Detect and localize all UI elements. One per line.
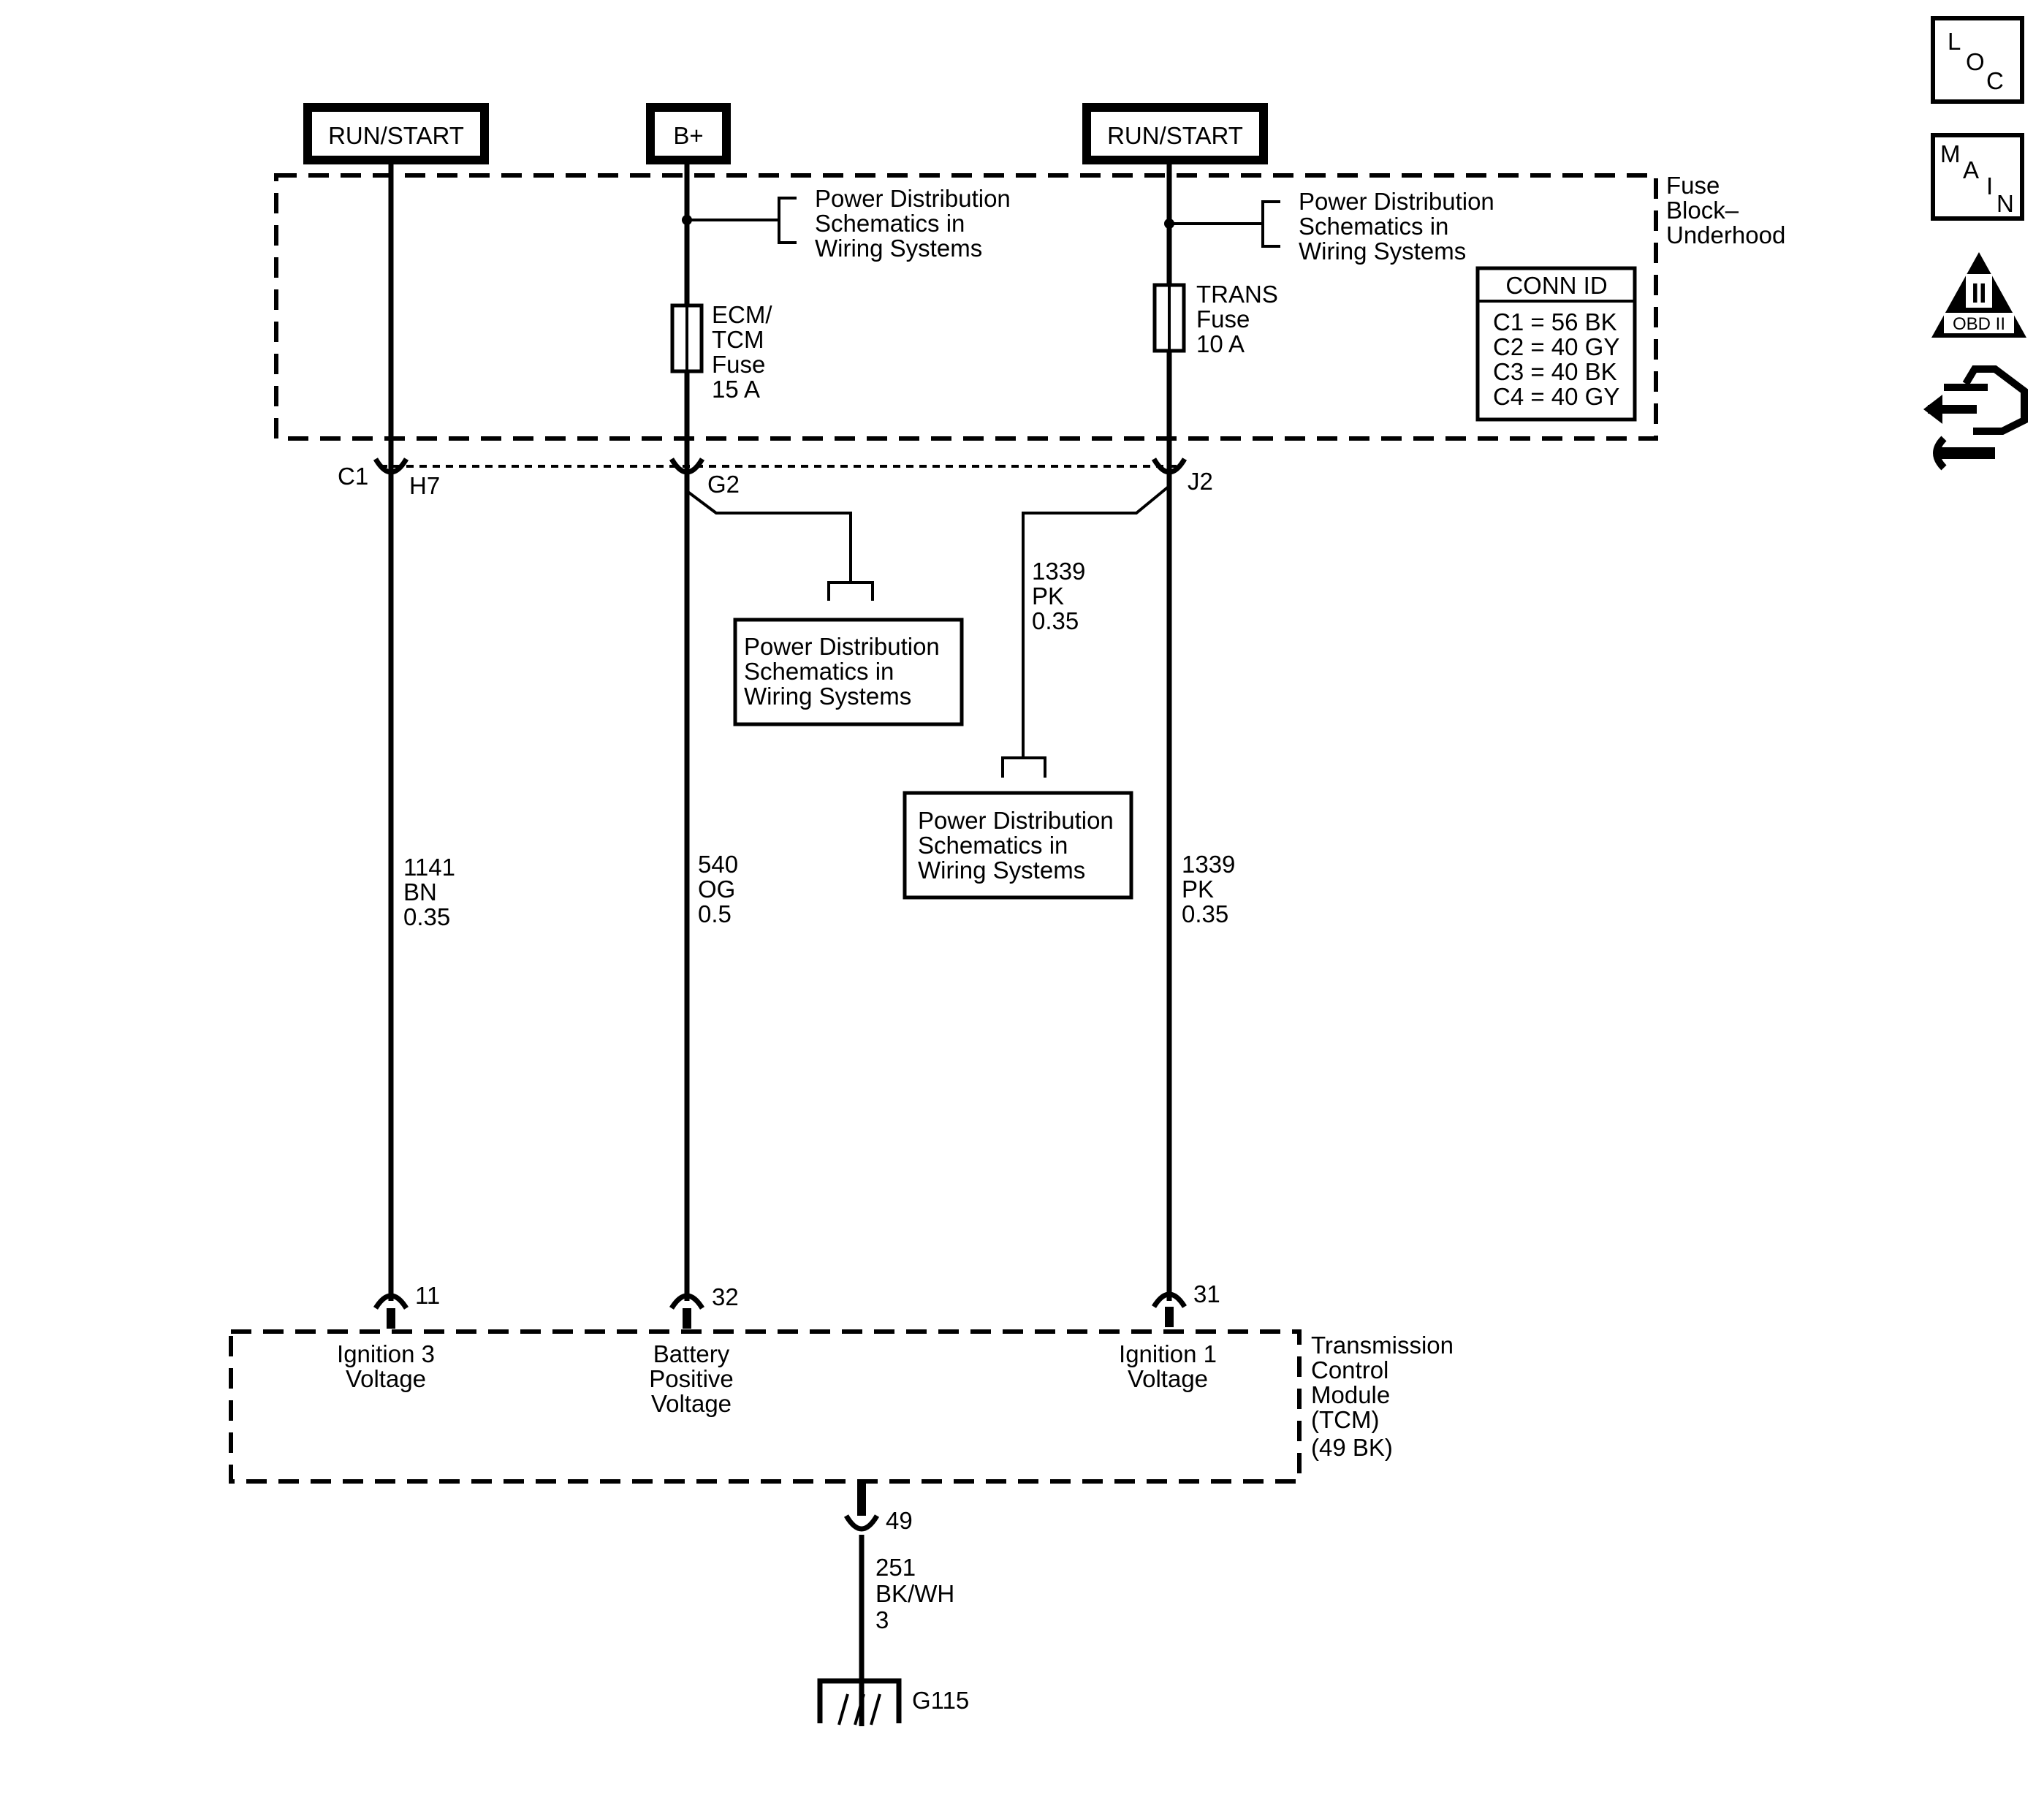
wire-1339b-color: PK — [1182, 876, 1214, 903]
loc-icon[interactable]: L O C — [1931, 16, 2024, 104]
tcm-outline — [229, 1329, 1302, 1484]
pin-g2-label: G2 — [707, 471, 740, 498]
tcm-name-1: Transmission — [1311, 1332, 1454, 1359]
fuse-block-outline — [274, 173, 1658, 441]
power-dist-ref-2-line3: Wiring Systems — [1299, 238, 1466, 265]
wire-540-size: 0.5 — [698, 900, 732, 927]
power-dist-box-1: Power Distribution Schematics in Wiring … — [733, 618, 964, 726]
wire-1339b-size: 0.35 — [1182, 900, 1228, 927]
fuse-trans: TRANS Fuse 10 A — [1152, 281, 1278, 357]
ground-label: G115 — [912, 1687, 969, 1714]
fuse-ecm-line2: TCM — [712, 326, 764, 353]
fuse-ecm-line4: 15 A — [712, 376, 760, 403]
main-icon-m: M — [1940, 140, 1961, 167]
power-dist-box-1-line3: Wiring Systems — [744, 683, 911, 710]
obd-ii-label: OBD II — [1953, 314, 2005, 334]
main-icon-n: N — [1996, 190, 2014, 217]
pin-31-label: 31 — [1193, 1280, 1220, 1307]
wire-251-color: BK/WH — [875, 1580, 954, 1607]
fuse-trans-line3: 10 A — [1196, 330, 1245, 357]
tcm-name-3: Module — [1311, 1381, 1390, 1408]
tcm-pin31-desc-2: Voltage — [1128, 1365, 1208, 1392]
fuse-ecm-line3: Fuse — [712, 351, 765, 378]
pin-11-label: 11 — [415, 1282, 440, 1309]
tcm-pin31-desc-1: Ignition 1 — [1119, 1340, 1217, 1367]
conn-id-row-1: C1 = 56 BK — [1493, 308, 1617, 335]
tcm-name-5: (49 BK) — [1311, 1434, 1393, 1461]
power-dist-box-2: Power Distribution Schematics in Wiring … — [903, 791, 1133, 900]
power-dist-ref-1-line1: Power Distribution — [815, 185, 1011, 212]
wire-1339a-circuit: 1339 — [1032, 558, 1085, 585]
fuse-ecm-tcm: ECM/ TCM Fuse 15 A — [670, 301, 772, 403]
wire-251-size: 3 — [875, 1606, 889, 1633]
source-b-plus-label: B+ — [673, 122, 703, 149]
fuse-block-label-1: Fuse — [1666, 172, 1720, 199]
tcm-pin11-desc-1: Ignition 3 — [337, 1340, 435, 1367]
ground-g115: G115 — [817, 1678, 969, 1725]
connector-c1-label: C1 — [338, 463, 368, 490]
loc-icon-o: O — [1966, 48, 1985, 75]
power-dist-ref-2-line1: Power Distribution — [1299, 188, 1494, 215]
fuse-ecm-line1: ECM/ — [712, 301, 772, 328]
wire-1141-color: BN — [403, 878, 437, 906]
pin-49-label: 49 — [886, 1507, 913, 1534]
power-dist-ref-1-line3: Wiring Systems — [815, 235, 982, 262]
wire-540-color: OG — [698, 876, 735, 903]
main-icon-i: I — [1986, 172, 1993, 200]
wire-1339a-size: 0.35 — [1032, 607, 1079, 634]
obd-ii-icon[interactable]: II OBD II — [1931, 252, 2026, 338]
wire-1339a-color: PK — [1032, 582, 1064, 610]
tcm-name-2: Control — [1311, 1356, 1388, 1383]
power-dist-box-1-line1: Power Distribution — [744, 633, 940, 660]
wire-1141-size: 0.35 — [403, 903, 450, 930]
fuse-trans-line1: TRANS — [1196, 281, 1278, 308]
obd-ii-roman: II — [1971, 278, 1986, 309]
wire-251-circuit: 251 — [875, 1554, 916, 1581]
hand-wrench-icon[interactable] — [1923, 365, 2028, 471]
wire-1141-circuit: 1141 — [403, 854, 455, 881]
conn-id-row-4: C4 = 40 GY — [1493, 383, 1619, 410]
fuse-block-label-3: Underhood — [1666, 221, 1785, 248]
tcm-pin32-desc-2: Positive — [649, 1365, 734, 1392]
fuse-block-label-2: Block– — [1666, 197, 1739, 224]
tcm-pin32-desc-1: Battery — [653, 1340, 730, 1367]
wire-540-circuit: 540 — [698, 851, 738, 878]
source-b-plus: B+ — [646, 103, 731, 164]
tcm-pin11-desc-2: Voltage — [346, 1365, 426, 1392]
tcm-name-4: (TCM) — [1311, 1406, 1379, 1433]
source-run-start-right-label: RUN/START — [1107, 122, 1243, 149]
tcm-pin32-desc-3: Voltage — [651, 1390, 732, 1417]
pin-32-label: 32 — [712, 1283, 739, 1310]
wire-1339b-circuit: 1339 — [1182, 851, 1235, 878]
pin-j2-label: J2 — [1188, 468, 1213, 495]
conn-id-row-3: C3 = 40 BK — [1493, 358, 1617, 385]
power-dist-ref-2-line2: Schematics in — [1299, 213, 1448, 240]
source-run-start-left-label: RUN/START — [328, 122, 464, 149]
source-run-start-right: RUN/START — [1082, 103, 1268, 164]
power-dist-ref-1-line2: Schematics in — [815, 210, 965, 237]
main-icon[interactable]: M A I N — [1931, 133, 2024, 221]
conn-id-table: CONN ID C1 = 56 BK C2 = 40 GY C3 = 40 BK… — [1475, 266, 1637, 422]
fuse-trans-line2: Fuse — [1196, 305, 1250, 333]
power-dist-box-2-line3: Wiring Systems — [918, 857, 1085, 884]
loc-icon-c: C — [1986, 67, 2004, 94]
conn-id-title: CONN ID — [1505, 272, 1607, 299]
main-icon-a: A — [1963, 156, 1979, 183]
power-dist-box-2-line1: Power Distribution — [918, 807, 1114, 834]
conn-id-row-2: C2 = 40 GY — [1493, 333, 1619, 360]
source-run-start-left: RUN/START — [303, 103, 489, 164]
pin-h7-label: H7 — [409, 472, 440, 499]
power-dist-box-1-line2: Schematics in — [744, 658, 894, 685]
power-dist-box-2-line2: Schematics in — [918, 832, 1068, 859]
loc-icon-l: L — [1948, 28, 1961, 55]
